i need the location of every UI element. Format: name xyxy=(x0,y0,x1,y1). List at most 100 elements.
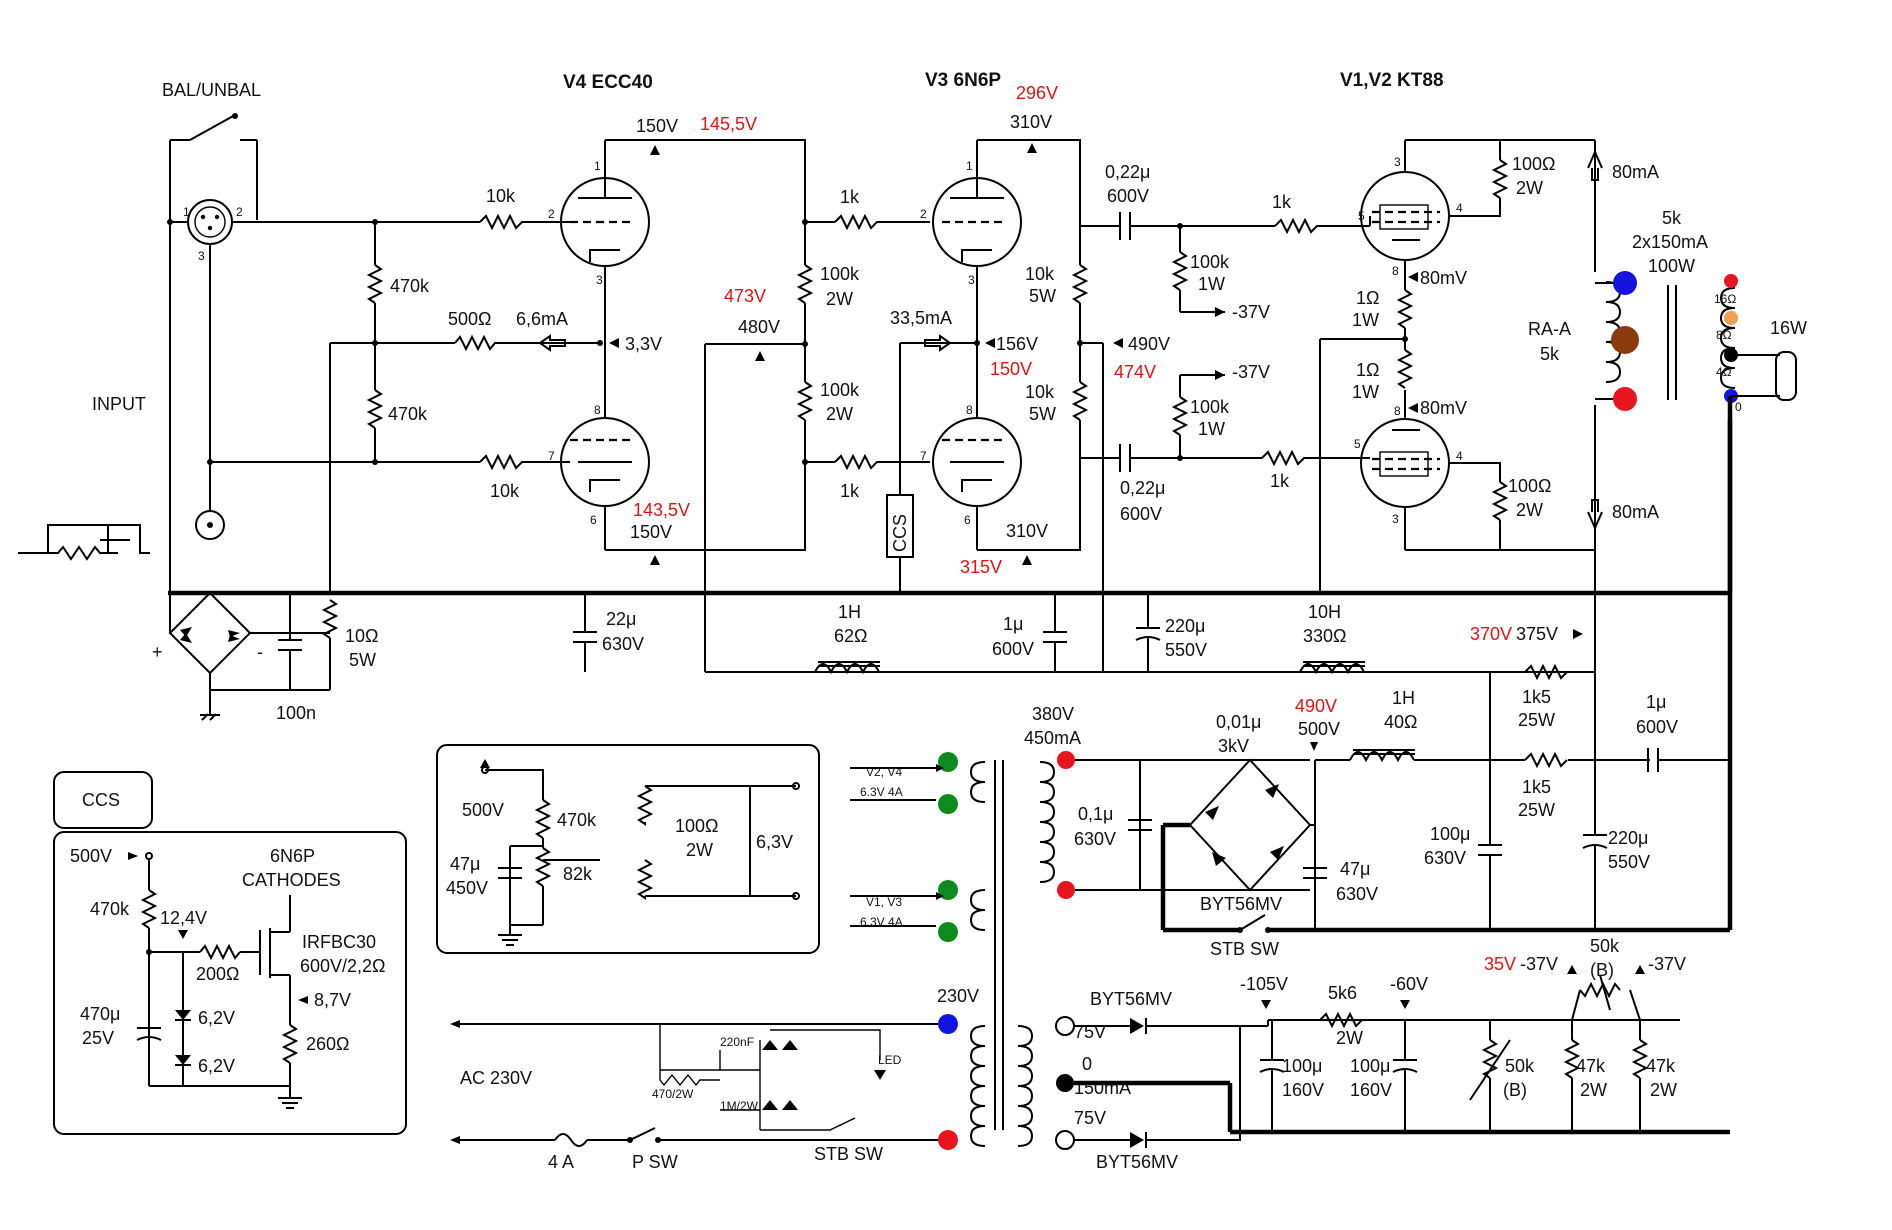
label-022-b: 0,22μ xyxy=(1120,478,1165,498)
r5k6: 5k6 xyxy=(1328,983,1357,1003)
label-375v: 375V xyxy=(1516,624,1558,644)
xlr-connector: 1 2 3 xyxy=(183,199,243,263)
bal-unbal-label: BAL/UNBAL xyxy=(162,80,261,100)
ccs-cathodes-1: 6N6P xyxy=(270,846,315,866)
svg-text:2: 2 xyxy=(236,205,243,219)
label-220u-a: 220μ xyxy=(1165,616,1205,636)
label-1u-v: 600V xyxy=(992,639,1034,659)
label-100k1w-b: 100k xyxy=(1190,397,1230,417)
h-100ohm: 100Ω xyxy=(675,816,719,836)
label-022-b-v: 600V xyxy=(1120,504,1162,524)
ra-a-value: 5k xyxy=(1540,344,1560,364)
label-1ohm-a: 1Ω xyxy=(1356,288,1379,308)
label-100k-b-w: 2W xyxy=(826,404,853,424)
ot-current: 2x150mA xyxy=(1632,232,1708,252)
mosfet-rating: 600V/2,2Ω xyxy=(300,956,386,976)
label-100k1w-b-w: 1W xyxy=(1198,419,1225,439)
sec-0: 0 xyxy=(1082,1054,1092,1074)
label-80mv-bot: 80mV xyxy=(1420,398,1467,418)
v3-anode-measured-bot: 315V xyxy=(960,557,1002,577)
psw-label: P SW xyxy=(632,1152,678,1172)
r47k-b: 47k xyxy=(1646,1056,1676,1076)
neg37-d: -37V xyxy=(1648,954,1686,974)
hv-supply: 380V 450mA 0,1μ 630V 0,01μ 3kV BYT56MV S… xyxy=(1024,687,1730,959)
label-100ohm-a: 100Ω xyxy=(1512,154,1556,174)
ccs-block-label: CCS xyxy=(890,514,910,552)
ot-power: 100W xyxy=(1648,256,1695,276)
label-100u: 100μ xyxy=(1430,824,1470,844)
label-10k5w-a: 10k xyxy=(1025,264,1055,284)
r50k-b-2-b: (B) xyxy=(1590,960,1614,980)
label-220u-b-v: 550V xyxy=(1608,852,1650,872)
ccs-62b: 6,2V xyxy=(198,1056,235,1076)
ccs-cap-v: 25V xyxy=(82,1028,114,1048)
label-10k-top: 10k xyxy=(486,186,516,206)
v4-anode-top-voltage: 150V xyxy=(636,116,678,136)
byt-top: BYT56MV xyxy=(1090,989,1172,1009)
neg105: -105V xyxy=(1240,974,1288,994)
ccs-detail: CCS 500V 470k 12,4V 200Ω 6,2V 6,2V 470μ … xyxy=(53,771,407,1135)
svg-text:1: 1 xyxy=(594,159,601,173)
label-neg37-a: -37V xyxy=(1232,302,1270,322)
hv-bot-red xyxy=(1057,881,1075,899)
label-01u-v: 630V xyxy=(1074,829,1116,849)
label-150v-red: 150V xyxy=(990,359,1032,379)
v12-type: KT88 xyxy=(1397,70,1443,91)
byt-bottom: BYT56MV xyxy=(1096,1152,1178,1172)
b-plus-filter: 22μ 630V 1H 62Ω 1μ 600V 220μ 550V 10H 33… xyxy=(573,593,1595,760)
label-335ma: 33,5mA xyxy=(890,308,952,328)
output-16w: 16W xyxy=(1770,318,1807,338)
label-10k-bot: 10k xyxy=(490,481,520,501)
label-100k1w-a: 100k xyxy=(1190,252,1230,272)
r50k-b-2: 50k xyxy=(1590,936,1620,956)
tube-v4-ecc40: V4 ECC40 1 2 3 8 7 6 150V 145,5V 143,5V … xyxy=(548,72,806,565)
sec2-green-bot xyxy=(938,922,958,942)
tap-red xyxy=(1613,387,1637,411)
svg-text:2: 2 xyxy=(920,207,927,221)
label-neg37-b: -37V xyxy=(1232,362,1270,382)
h-100ohm-w: 2W xyxy=(686,840,713,860)
label-100ohm-a-w: 2W xyxy=(1516,178,1543,198)
ground-bus xyxy=(168,420,1733,596)
c100-160b-v: 160V xyxy=(1350,1080,1392,1100)
svg-text:3: 3 xyxy=(596,273,603,287)
label-22u: 22μ xyxy=(606,609,636,629)
label-10k5w-a-w: 5W xyxy=(1029,286,1056,306)
label-10ohm-5w-w: 5W xyxy=(349,650,376,670)
fuse-label: 4 A xyxy=(548,1152,574,1172)
sec2-green-top xyxy=(938,880,958,900)
sec2-l1: V1, V3 xyxy=(866,895,902,909)
ccs-87v: 8,7V xyxy=(314,990,351,1010)
label-100k-a: 100k xyxy=(820,264,860,284)
label-100ohm-b-w: 2W xyxy=(1516,500,1543,520)
label-62ohm: 62Ω xyxy=(834,626,867,646)
label-100k-a-w: 2W xyxy=(826,289,853,309)
label-1h: 1H xyxy=(838,602,861,622)
resistor-470k-divider: 470k 470k xyxy=(329,219,455,593)
ccs-500v: 500V xyxy=(70,846,112,866)
label-156v: 156V xyxy=(996,334,1038,354)
h-470k: 470k xyxy=(557,810,597,830)
hv-top-red xyxy=(1057,751,1075,769)
label-22u-v: 630V xyxy=(602,634,644,654)
svg-text:2: 2 xyxy=(548,207,555,221)
label-10ohm-5w: 10Ω xyxy=(345,626,378,646)
coupling-network: 0,22μ 600V 100k 1W -37V 1k 0,22μ 600V 10… xyxy=(1080,162,1370,524)
label-01u: 0,1μ xyxy=(1078,804,1113,824)
tap0-label: 0 xyxy=(1735,400,1742,414)
sec-75v-bot: 75V xyxy=(1074,1108,1106,1128)
label-10h: 10H xyxy=(1308,602,1341,622)
label-1u: 1μ xyxy=(1003,614,1023,634)
label-33v: 3,3V xyxy=(625,334,662,354)
svg-text:5: 5 xyxy=(1358,209,1365,223)
ccs-cap: 470μ xyxy=(80,1004,120,1024)
label-1k5-a-w: 25W xyxy=(1518,710,1555,730)
tap-brown xyxy=(1611,326,1639,354)
ccs-62a: 6,2V xyxy=(198,1008,235,1028)
mosfet-label: IRFBC30 xyxy=(302,932,376,952)
svg-text:4: 4 xyxy=(1456,449,1463,463)
ccs-200: 200Ω xyxy=(196,964,240,984)
label-47u-v: 630V xyxy=(1336,884,1378,904)
tap16-label: 16Ω xyxy=(1714,292,1736,306)
r1m-label: 1M/2W xyxy=(720,1099,759,1113)
